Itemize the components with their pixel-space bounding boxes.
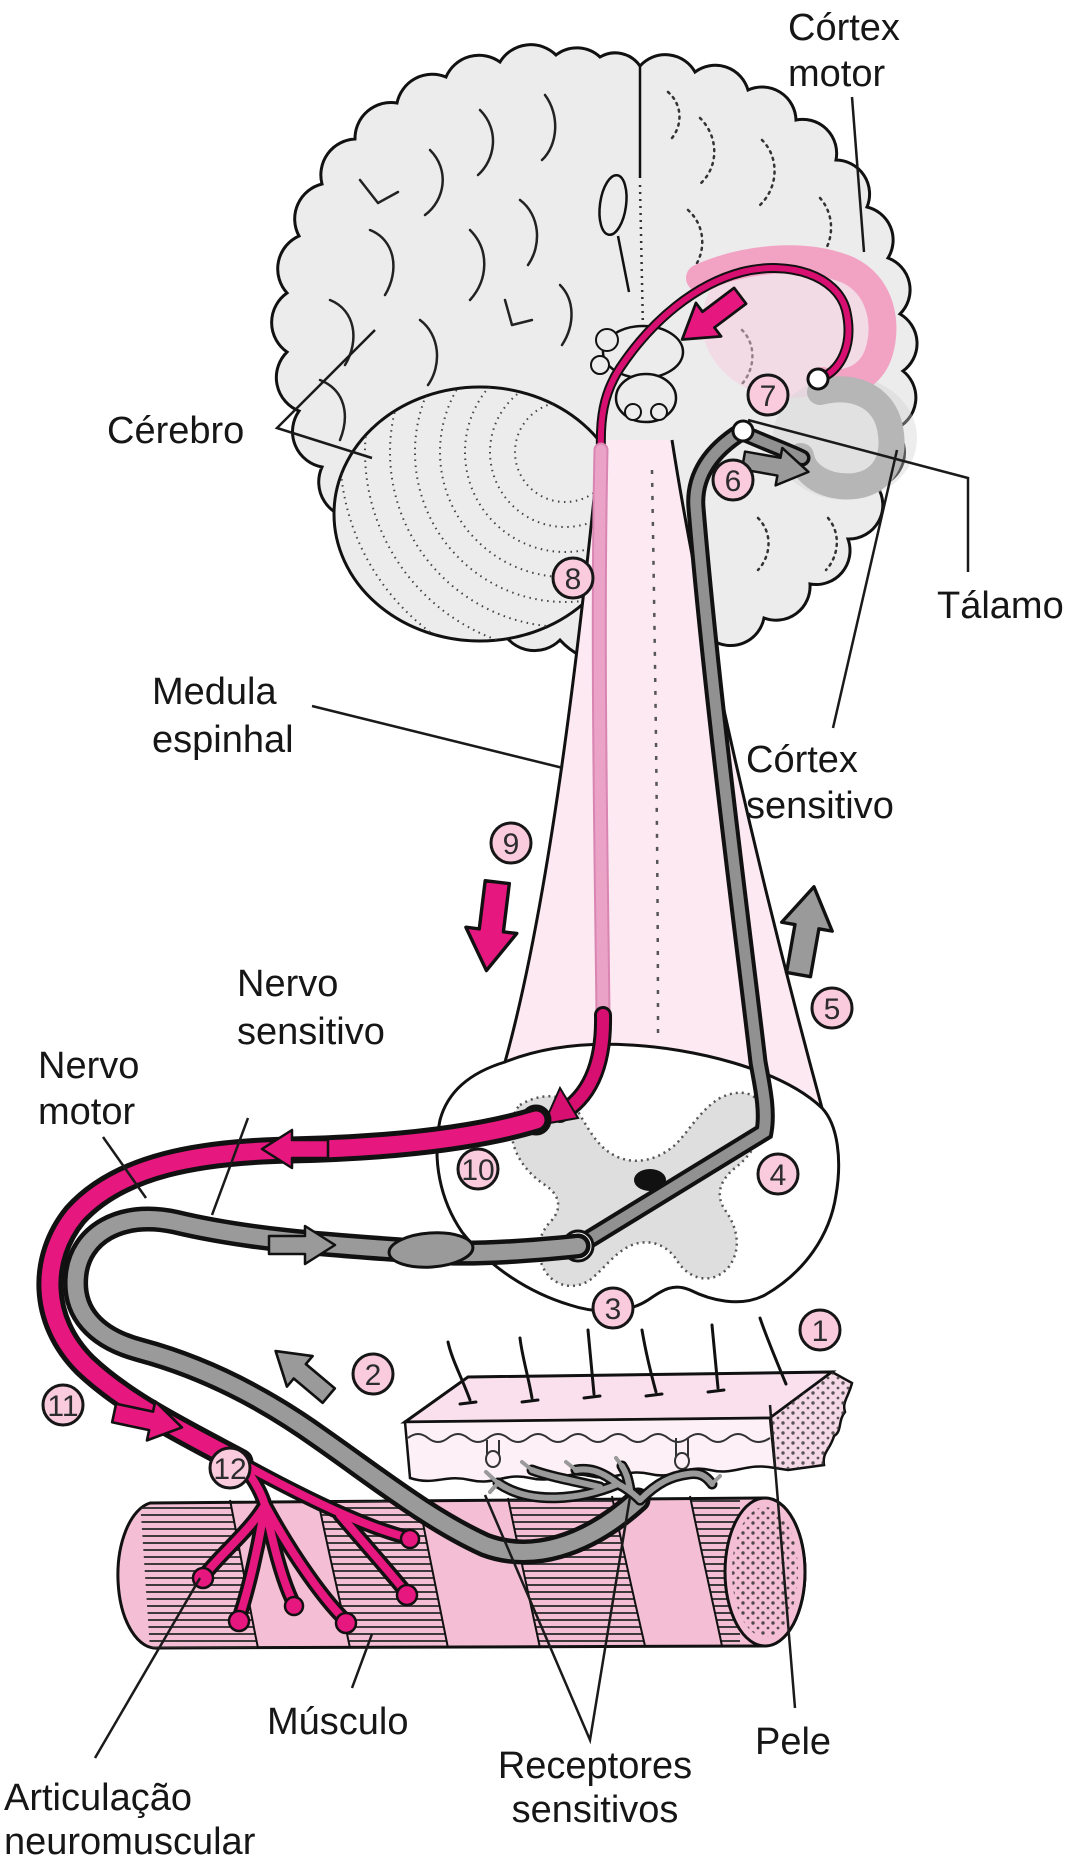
label-cortex-sensitivo-2: sensitivo xyxy=(746,785,894,827)
olfactory-tract xyxy=(598,173,628,237)
labels: Córtex motor Cérebro Tálamo Medula espin… xyxy=(4,7,1064,1863)
central-canal xyxy=(634,1169,666,1191)
leader-receptores xyxy=(483,1494,632,1745)
leader-cortex-motor xyxy=(850,96,866,253)
svg-text:3: 3 xyxy=(605,1293,622,1326)
svg-text:7: 7 xyxy=(760,380,777,413)
leader-pele xyxy=(768,1404,797,1709)
step-1: 1 xyxy=(798,1308,842,1352)
thalamus-synapse xyxy=(731,419,755,443)
midline-structures xyxy=(590,66,685,424)
step-3: 3 xyxy=(591,1286,635,1330)
label-nervo-motor-2: motor xyxy=(38,1091,135,1133)
motor-end-plates xyxy=(191,1528,421,1635)
leader-talamo xyxy=(747,418,970,572)
leader-nervo-sensitivo xyxy=(210,1117,250,1216)
step-6: 6 xyxy=(711,458,755,502)
step-10: 10 xyxy=(456,1147,500,1191)
leader-medula xyxy=(311,704,564,770)
motor-arrow-cord xyxy=(459,877,525,976)
step-markers: 1 2 3 4 5 6 7 8 9 10 11 12 xyxy=(41,373,854,1490)
label-nervo-sensitivo-1: Nervo xyxy=(237,963,338,1005)
label-nervo-sensitivo-2: sensitivo xyxy=(237,1011,385,1053)
label-cortex-motor-1: Córtex xyxy=(788,7,900,49)
leader-lines xyxy=(93,96,970,1759)
svg-text:10: 10 xyxy=(461,1154,494,1187)
sensory-receptor-tree xyxy=(484,1456,722,1506)
label-medula-2: espinhal xyxy=(152,719,294,761)
svg-text:1: 1 xyxy=(812,1315,829,1348)
sensory-nerve xyxy=(63,1206,722,1565)
sensory-cortex-ribbon xyxy=(788,376,905,500)
label-articulacao-2: neuromuscular xyxy=(4,1821,256,1863)
label-cortex-motor-2: motor xyxy=(788,53,885,95)
step-4: 4 xyxy=(756,1152,800,1196)
svg-text:11: 11 xyxy=(47,1390,78,1423)
leader-nervo-motor xyxy=(101,1136,148,1199)
dorsal-root-ganglion xyxy=(387,1231,475,1269)
step-9: 9 xyxy=(489,821,533,865)
motor-end-branches xyxy=(191,1454,421,1635)
muscle xyxy=(116,1495,807,1650)
label-medula-1: Medula xyxy=(152,671,277,713)
hair-follicles xyxy=(485,1438,690,1470)
svg-text:2: 2 xyxy=(365,1359,382,1392)
step-12: 12 xyxy=(208,1446,252,1490)
label-cortex-sensitivo-1: Córtex xyxy=(746,739,858,781)
label-articulacao-1: Articulação xyxy=(4,1777,192,1819)
hairs xyxy=(446,1316,788,1406)
label-pele: Pele xyxy=(755,1721,831,1763)
step-8: 8 xyxy=(551,556,595,600)
step-7: 7 xyxy=(746,373,790,417)
motor-cortex-synapse xyxy=(806,367,830,391)
svg-text:9: 9 xyxy=(503,828,520,861)
svg-text:4: 4 xyxy=(770,1159,787,1192)
leader-articulacao xyxy=(93,1577,202,1759)
svg-text:5: 5 xyxy=(824,993,841,1026)
step-5: 5 xyxy=(810,986,854,1030)
step-11: 11 xyxy=(41,1383,85,1427)
label-nervo-motor-1: Nervo xyxy=(38,1045,139,1087)
label-cerebro: Cérebro xyxy=(107,410,244,452)
motor-arrowhead xyxy=(542,1085,580,1126)
motor-nerve xyxy=(36,1106,550,1635)
label-musculo: Músculo xyxy=(267,1701,409,1743)
label-receptores-2: sensitivos xyxy=(512,1789,679,1831)
motor-cortex-ribbon xyxy=(686,245,897,398)
motor-central-path xyxy=(542,263,854,1126)
leader-musculo xyxy=(350,1633,374,1689)
skin-block xyxy=(400,1316,854,1483)
svg-text:8: 8 xyxy=(565,563,582,596)
label-talamo: Tálamo xyxy=(937,585,1064,627)
label-receptores-1: Receptores xyxy=(498,1745,692,1787)
svg-text:6: 6 xyxy=(725,465,742,498)
leader-cortex-sensitivo xyxy=(831,449,899,729)
step-2: 2 xyxy=(351,1352,395,1396)
dermis-line xyxy=(407,1433,771,1443)
leader-cerebro xyxy=(274,329,376,460)
svg-text:12: 12 xyxy=(213,1453,246,1486)
